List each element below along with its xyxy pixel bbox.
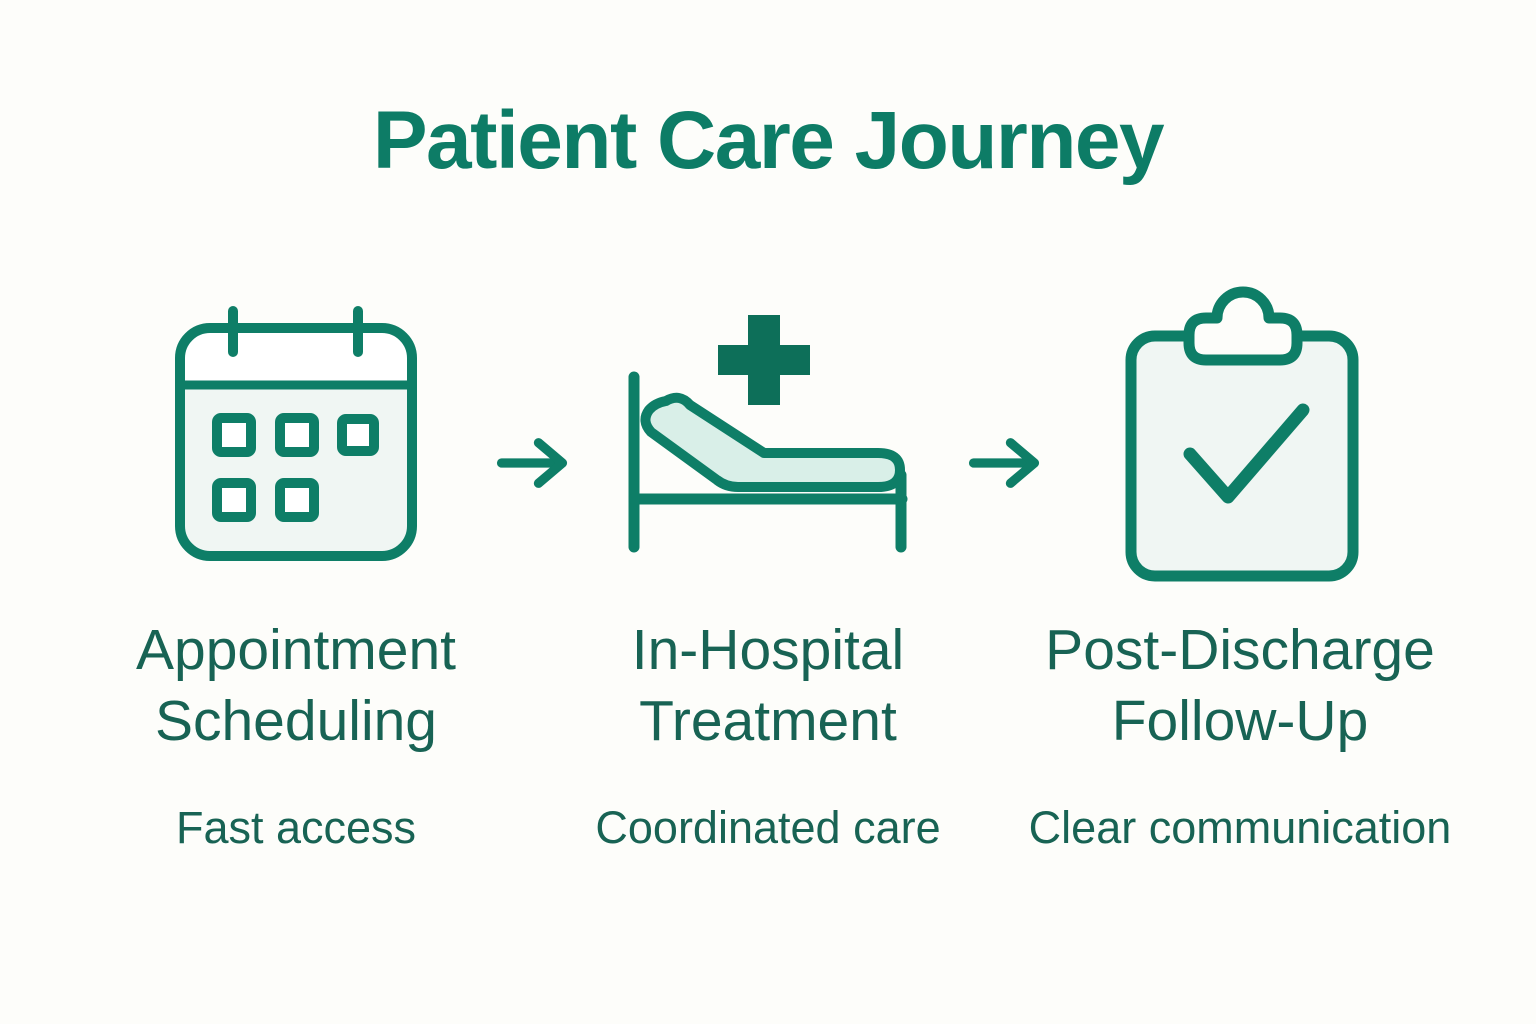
step-label-line1: Post-Discharge [1045,617,1435,682]
step-in-hospital-treatment: In-Hospital Treatment Coordinated care [568,289,968,856]
journey-flow: Appointment Scheduling Fast access [0,286,1536,856]
step-label-line1: Appointment [135,617,457,682]
step-post-discharge-follow-up: Post-Discharge Follow-Up Clear communica… [1029,286,1451,856]
step-label: Appointment Scheduling [136,615,456,758]
arrow-right-icon [496,289,568,579]
arrow-right-icon [968,289,1040,579]
step-appointment-scheduling: Appointment Scheduling Fast access [96,289,496,856]
step-label-line1: In-Hospital [631,617,905,682]
step-label-line2: Follow-Up [1111,689,1369,754]
step-label-line2: Treatment [639,689,897,754]
page-title: Patient Care Journey [372,95,1165,186]
step-label: Post-Discharge Follow-Up [1045,615,1435,758]
step-caption: Coordinated care [595,802,941,854]
clipboard-check-icon [1120,286,1360,582]
step-label-line2: Scheduling [154,689,438,754]
calendar-icon [171,289,421,579]
step-label: In-Hospital Treatment [632,615,904,758]
step-caption: Fast access [175,802,417,854]
hospital-bed-icon [618,289,918,579]
step-caption: Clear communication [1028,802,1452,854]
